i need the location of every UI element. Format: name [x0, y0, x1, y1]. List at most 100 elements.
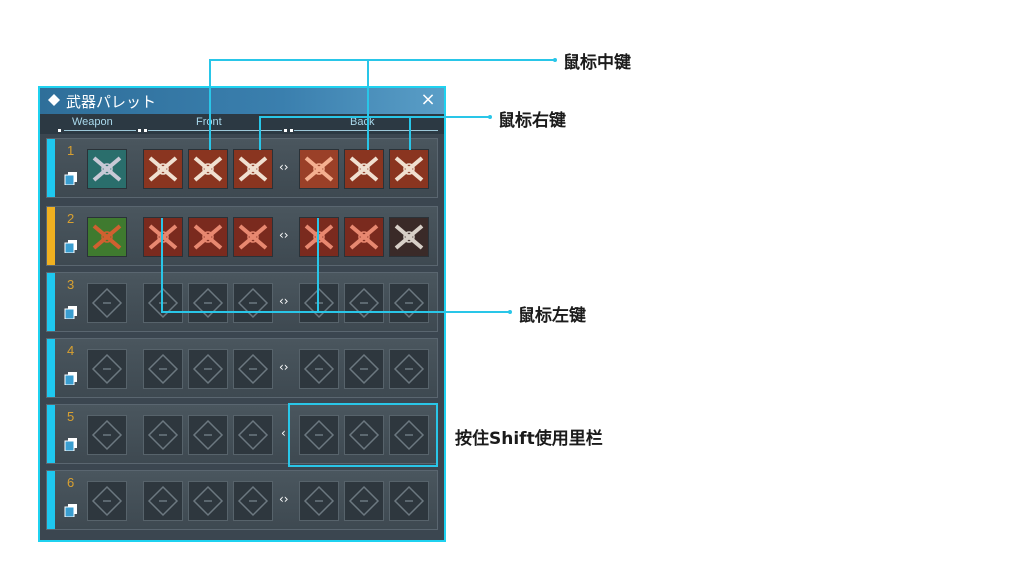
front-slot[interactable] — [233, 481, 273, 521]
middle-click-line — [209, 59, 555, 150]
row-number: 4 — [67, 343, 75, 358]
back-slot[interactable] — [389, 415, 429, 455]
empty-slot-icon — [393, 353, 425, 385]
line-dot — [488, 115, 492, 119]
front-slot[interactable] — [233, 283, 273, 323]
swap-indicator[interactable]: ‹› — [279, 294, 289, 308]
back-slot[interactable] — [344, 283, 384, 323]
copy-icon[interactable] — [64, 437, 78, 451]
front-slot[interactable] — [143, 149, 183, 189]
weapon-slot[interactable] — [87, 217, 127, 257]
front-slot[interactable] — [233, 349, 273, 389]
callout-left-click: 鼠标左键 — [518, 306, 586, 326]
row-accent-bar — [47, 339, 55, 397]
empty-slot-icon — [237, 287, 269, 319]
front-slot[interactable] — [233, 217, 273, 257]
back-slot[interactable] — [344, 481, 384, 521]
copy-icon[interactable] — [64, 239, 78, 253]
empty-slot-icon — [393, 419, 425, 451]
weapon-2-icon — [88, 218, 126, 256]
front-slot[interactable] — [188, 415, 228, 455]
arrow-3-icon — [234, 218, 272, 256]
window-title: 武器パレット — [66, 93, 157, 111]
row-number: 2 — [67, 211, 75, 226]
palette-row: 2 ‹› — [46, 206, 438, 266]
empty-slot-icon — [348, 419, 380, 451]
title-bar[interactable]: 武器パレット × — [40, 88, 444, 114]
empty-slot-icon — [147, 353, 179, 385]
weapon-slot[interactable] — [87, 415, 127, 455]
front-slot[interactable] — [188, 481, 228, 521]
row-accent-bar — [47, 207, 55, 265]
empty-slot-icon — [303, 419, 335, 451]
palette-row: 3‹› — [46, 272, 438, 332]
front-slot[interactable] — [143, 415, 183, 455]
back-slot[interactable] — [299, 481, 339, 521]
back-slot[interactable] — [299, 349, 339, 389]
column-weapon: Weapon — [72, 116, 113, 128]
row-accent-bar — [47, 405, 55, 463]
empty-slot-icon — [348, 287, 380, 319]
front-slot[interactable] — [233, 415, 273, 455]
empty-slot-icon — [303, 485, 335, 517]
back-slot[interactable] — [389, 283, 429, 323]
copy-icon[interactable] — [64, 371, 78, 385]
copy-icon[interactable] — [64, 171, 78, 185]
swap-indicator[interactable]: ‹› — [279, 360, 289, 374]
back-slot[interactable] — [344, 217, 384, 257]
left-click-line — [161, 218, 510, 313]
back-slot[interactable] — [389, 481, 429, 521]
swap-indicator[interactable]: ‹› — [279, 160, 289, 174]
back-slot[interactable] — [299, 149, 339, 189]
skill-spread-icon — [189, 150, 227, 188]
header-dot — [138, 129, 141, 132]
weapon-slot[interactable] — [87, 149, 127, 189]
palette-row: 6 ‹› — [46, 470, 438, 530]
copy-icon[interactable] — [64, 503, 78, 517]
weapon-slot[interactable] — [87, 283, 127, 323]
weapon-slot[interactable] — [87, 349, 127, 389]
header-dot — [284, 129, 287, 132]
front-slot[interactable] — [188, 349, 228, 389]
weapon-slot[interactable] — [87, 481, 127, 521]
swap-indicator[interactable]: ‹› — [279, 492, 289, 506]
skill-wing-icon — [234, 150, 272, 188]
right-click-line — [259, 116, 490, 150]
empty-slot-icon — [237, 419, 269, 451]
header-dot — [290, 129, 293, 132]
arrow-2-icon — [189, 218, 227, 256]
empty-slot-icon — [348, 353, 380, 385]
back-slot[interactable] — [389, 217, 429, 257]
empty-slot-icon — [348, 485, 380, 517]
row-number: 6 — [67, 475, 75, 490]
front-slot[interactable] — [188, 217, 228, 257]
callout-right-click: 鼠标右键 — [498, 111, 566, 131]
arrow-5-icon — [345, 218, 383, 256]
palette-row: 4 ‹› — [46, 338, 438, 398]
back-slot[interactable] — [389, 149, 429, 189]
front-slot[interactable] — [233, 149, 273, 189]
front-slot[interactable] — [188, 283, 228, 323]
arrow-6-icon — [390, 218, 428, 256]
front-slot[interactable] — [143, 349, 183, 389]
header-dot — [144, 129, 147, 132]
front-slot[interactable] — [188, 149, 228, 189]
swap-indicator[interactable]: ‹› — [279, 228, 289, 242]
swap-indicator[interactable]: ‹ — [281, 426, 286, 440]
empty-slot-icon — [91, 419, 123, 451]
back-slot[interactable] — [344, 149, 384, 189]
back-slot[interactable] — [344, 349, 384, 389]
header-line — [294, 130, 438, 131]
copy-icon[interactable] — [64, 305, 78, 319]
skill-spread-icon — [345, 150, 383, 188]
skill-x-icon — [144, 150, 182, 188]
back-slot[interactable] — [344, 415, 384, 455]
callout-shift-hold: 按住Shift使用里栏 — [455, 429, 603, 449]
back-slot[interactable] — [389, 349, 429, 389]
back-slot[interactable] — [299, 415, 339, 455]
front-slot[interactable] — [143, 481, 183, 521]
empty-slot-icon — [192, 419, 224, 451]
column-front: Front — [196, 116, 222, 128]
close-button[interactable]: × — [420, 89, 436, 110]
